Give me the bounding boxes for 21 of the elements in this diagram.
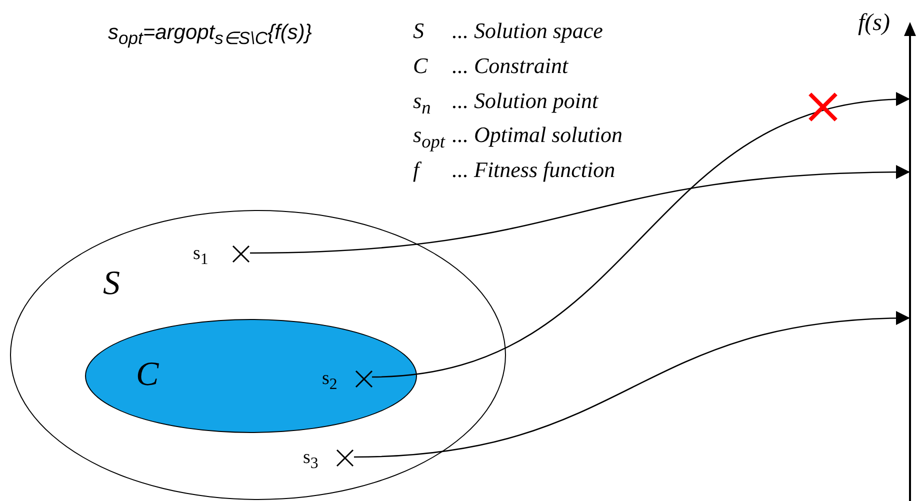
axis-label: f(s) — [858, 10, 890, 37]
legend-description: ... Optimal solution — [452, 122, 623, 148]
formula: s$_{opt}$=argopt$_{s∈S\C}${f(s)} — [108, 20, 312, 50]
legend-description: ... Constraint — [452, 53, 568, 79]
legend-symbol: C — [413, 53, 428, 79]
point-label: s$_{1}$ — [193, 243, 208, 269]
solution-space-ellipse — [10, 210, 506, 500]
legend-symbol: S — [413, 18, 424, 44]
point-label: s$_{3}$ — [303, 447, 318, 473]
legend-description: ... Solution point — [452, 88, 598, 114]
mapping-arrow — [354, 312, 910, 458]
set-label: S — [103, 265, 120, 303]
legend-description: ... Solution space — [452, 18, 603, 44]
legend-symbol: s$_{opt}$ — [413, 122, 445, 154]
mapping-arrow — [250, 165, 910, 254]
legend-symbol: s$_{n}$ — [413, 88, 431, 120]
legend-description: ... Fitness function — [452, 157, 616, 183]
point-label: s$_{2}$ — [322, 368, 338, 394]
mapping-arrow — [372, 93, 910, 378]
legend-symbol: f — [413, 157, 420, 183]
set-label: C — [136, 356, 159, 394]
